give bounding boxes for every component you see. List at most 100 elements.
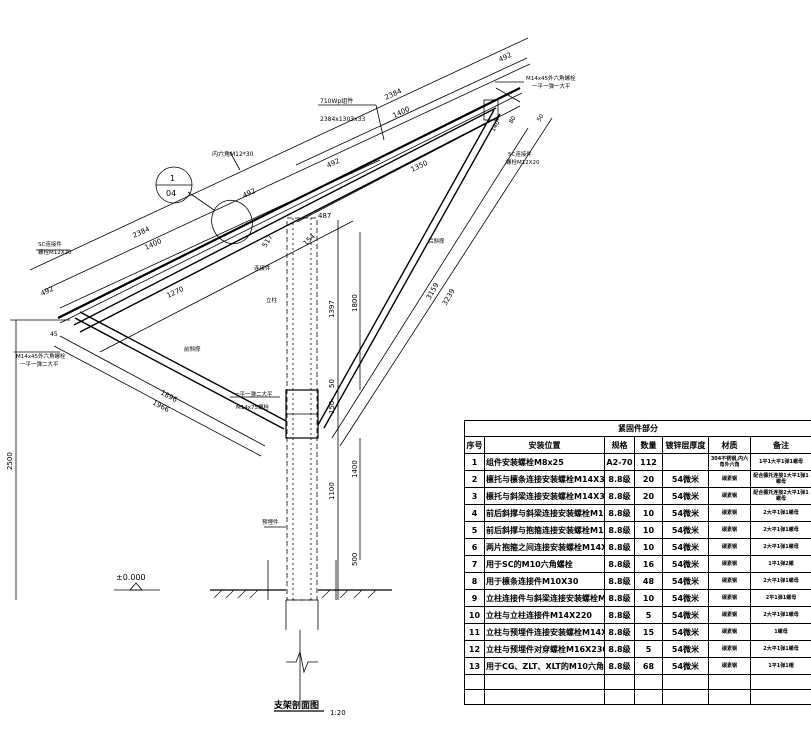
callout-sheet: 04: [166, 189, 176, 198]
table-cell: 1平1弹2螺: [749, 555, 811, 573]
dim-1400-left: 1400: [143, 237, 163, 252]
bolt-left-1: M14x45外六角螺栓: [16, 352, 66, 360]
table-cell: 2大平1弹1螺母: [749, 521, 811, 539]
table-cell: 8.8级: [604, 606, 635, 624]
dim-50: 50: [328, 379, 336, 388]
rear-brace-label: 后斜撑: [428, 237, 445, 245]
dim-492-left: 492: [39, 285, 55, 298]
table-header: 材质: [708, 436, 751, 454]
dim-1400-top: 1400: [391, 105, 411, 120]
table-cell: 1平1弹1帽: [749, 657, 811, 675]
table-cell: 8: [464, 572, 485, 590]
dim-487: 487: [318, 212, 331, 220]
table-cell: 8.8级: [604, 640, 635, 658]
column-label: 立柱: [266, 296, 278, 304]
table-cell: 10: [634, 504, 663, 522]
table-header: 备注: [749, 436, 811, 454]
table-cell: 8.8级: [604, 657, 635, 675]
table-row: 13用于CG、ZLT、XLT的M10六角螺栓8.8级6854微米碳素钢1平1弹1…: [464, 657, 811, 675]
dim-3239: 3239: [441, 288, 457, 307]
table-cell: 54微米: [662, 555, 709, 573]
table-cell: 10: [634, 589, 663, 607]
table-cell: 用于檩条连接件M10X30: [484, 572, 605, 590]
table-cell: 檩托与斜梁连接安装螺栓M14X35: [484, 487, 605, 505]
table-cell: 碳素钢: [708, 589, 751, 607]
drawing-title: 支架剖面图: [273, 699, 319, 711]
table-cell: 8.8级: [604, 470, 635, 488]
table-cell: 8.8级: [604, 538, 635, 556]
dim-154: 154: [302, 232, 317, 247]
table-cell: 2大平1弹1螺母: [749, 504, 811, 522]
table-cell: 檩托与檩条连接安装螺栓M14X35: [484, 470, 605, 488]
table-cell: 10: [464, 606, 485, 624]
dim-80: 80: [508, 115, 518, 125]
dim-517: 517: [261, 233, 275, 249]
dim-3159: 3159: [425, 282, 441, 301]
table-cell: 54微米: [662, 606, 709, 624]
bolt-mid-label: M14x75螺栓: [236, 403, 269, 411]
sc-top-right-2: 螺栓M12X20: [506, 158, 540, 166]
table-header: 数量: [634, 436, 663, 454]
table-cell: 10: [634, 538, 663, 556]
table-cell: 立柱连接件与斜梁连接安装螺栓M12X30: [484, 589, 605, 607]
dim-2384-left: 2384: [131, 225, 151, 240]
table-cell: 组件安装螺栓M8x25: [484, 453, 605, 471]
table-cell: 54微米: [662, 640, 709, 658]
table-cell: 10: [634, 521, 663, 539]
drawing-scale: 1:20: [330, 709, 346, 717]
purlin-label: 连接件: [254, 264, 271, 272]
table-cell: 54微米: [662, 623, 709, 641]
table-cell: A2-70: [604, 453, 635, 471]
table-cell: 用于SC的M10六角螺栓: [484, 555, 605, 573]
table-cell: 2平1弹1螺母: [749, 589, 811, 607]
dim-1400-col: 1400: [351, 460, 359, 478]
table-cell: 碳素钢: [708, 538, 751, 556]
table-cell: 9: [464, 589, 485, 607]
table-cell: 54微米: [662, 487, 709, 505]
table-cell: 2大平1弹1螺母: [749, 606, 811, 624]
table-cell: 8.8级: [604, 504, 635, 522]
table-cell: 2大平1弹1螺母: [749, 538, 811, 556]
table-cell: 6: [464, 538, 485, 556]
table-cell: 3: [464, 487, 485, 505]
bolt-top-right-1: M14x45外六角螺栓: [526, 74, 576, 82]
table-cell: 8.8级: [604, 521, 635, 539]
sc-left-2: 螺栓M12X20: [38, 248, 72, 256]
table-cell: 立柱与立柱连接件M14X220: [484, 606, 605, 624]
washer-mid-label: 一平一弹二大平: [234, 390, 273, 398]
dim-140: 140: [490, 119, 502, 133]
table-cell: [662, 453, 709, 471]
table-cell: 5: [464, 521, 485, 539]
dim-2384-top: 2384: [383, 87, 403, 102]
dim-50-right: 50: [536, 113, 546, 123]
table-cell: 2大平1弹1螺母: [749, 640, 811, 658]
sc-left-1: SC连接件: [38, 240, 62, 248]
dim-1397: 1397: [328, 300, 336, 318]
table-cell: 4: [464, 504, 485, 522]
table-row: 4前后斜撑与斜梁连接安装螺栓M14X408.8级1054微米碳素钢2大平1弹1螺…: [464, 504, 811, 522]
module-label-1: 710Wp组件: [320, 97, 353, 105]
table-cell: 8.8级: [604, 555, 635, 573]
table-cell: 1平1大平1弹1螺母: [749, 453, 811, 471]
table-cell: 54微米: [662, 572, 709, 590]
table-cell: 碳素钢: [708, 521, 751, 539]
table-header: 规格: [604, 436, 635, 454]
sc-top-right-1: SC连接件: [508, 150, 532, 158]
table-cell: 8.8级: [604, 572, 635, 590]
table-cell: 前后斜撑与斜梁连接安装螺栓M14X40: [484, 504, 605, 522]
dim-1100: 1100: [328, 482, 336, 500]
table-cell: 20: [634, 470, 663, 488]
dim-492-top: 492: [497, 51, 513, 64]
bolt-left-2: 一平一弹二大平: [20, 360, 59, 368]
bolt-inner-label: 内六角M12*30: [212, 150, 254, 158]
pile-label: 预埋件: [262, 518, 279, 526]
table-header: 安装位置: [484, 436, 605, 454]
table-cell: 54微米: [662, 470, 709, 488]
dim-45: 45: [50, 331, 58, 338]
